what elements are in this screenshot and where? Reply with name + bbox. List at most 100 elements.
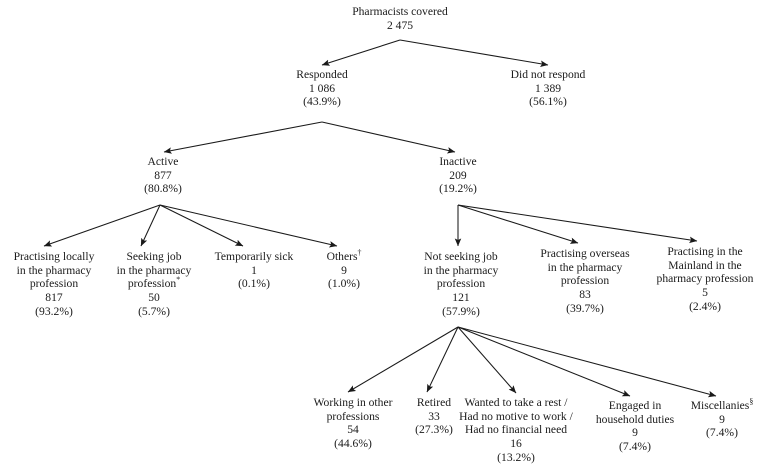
node-percent: (27.3%): [415, 423, 453, 437]
node-percent: (93.2%): [35, 304, 73, 318]
node-retired: Retired 33 (27.3%): [415, 396, 453, 437]
node-miscellanies: Miscellanies§ 9 (7.4%): [690, 397, 754, 440]
node-practising-mainland: Practising in the Mainland in the pharma…: [657, 245, 754, 313]
node-percent: (56.1%): [529, 95, 567, 109]
node-label-text: Miscellanies: [690, 399, 750, 412]
node-pharmacists-covered: Pharmacists covered 2 475: [352, 5, 448, 32]
node-label-line: Had no motive to work /: [459, 409, 573, 423]
footnote-marker: †: [357, 248, 362, 258]
edge-responded-inactive: [321, 121, 456, 154]
node-label-line: Seeking job: [126, 250, 182, 263]
edge-group-root: [321, 39, 549, 67]
node-count: 817: [45, 291, 63, 305]
node-count: 9: [632, 426, 638, 440]
node-percent: (43.9%): [303, 95, 341, 109]
edge-nsj-working-other: [347, 326, 459, 393]
node-count: 16: [510, 437, 522, 451]
node-working-other-professions: Working in other professions 54 (44.6%): [314, 396, 393, 451]
node-count: 50: [148, 291, 160, 305]
edge-nsj-retired: [426, 326, 459, 393]
node-label-line: Mainland in the: [668, 258, 742, 272]
edge-group-responded: [163, 121, 456, 154]
node-label-line: profession*: [117, 275, 192, 291]
node-inactive: Inactive 209 (19.2%): [439, 155, 477, 196]
node-label: Active: [147, 155, 179, 168]
node-label-line: household duties: [595, 412, 675, 426]
footnote-marker: §: [749, 397, 754, 407]
node-label: Pharmacists covered: [352, 5, 448, 18]
node-percent: (44.6%): [334, 437, 372, 451]
node-label-text: profession: [127, 277, 177, 291]
node-label-line: pharmacy profession: [656, 272, 754, 286]
node-count: 9: [719, 412, 725, 426]
node-percent: (7.4%): [706, 426, 738, 440]
node-count: 54: [347, 423, 359, 437]
edge-inactive-practising-overseas: [457, 204, 579, 244]
edge-nsj-wanted-rest: [457, 326, 517, 394]
node-count: 2 475: [386, 18, 414, 32]
node-count: 33: [428, 409, 440, 423]
node-label-line: Engaged in: [608, 399, 662, 412]
node-count: 1: [251, 263, 257, 277]
edge-active-practising-locally: [43, 204, 161, 247]
node-count: 209: [449, 168, 467, 182]
node-label-line: Practising in the: [667, 245, 743, 258]
node-not-seeking-job: Not seeking job in the pharmacy professi…: [424, 250, 499, 318]
node-percent: (5.7%): [138, 304, 170, 318]
node-label: Did not respond: [510, 68, 586, 81]
edge-group-not-seeking-job: [347, 326, 717, 398]
node-label: Responded: [296, 68, 348, 81]
node-label-line: in the pharmacy: [423, 263, 499, 277]
node-label-line: profession: [560, 274, 610, 288]
node-label-line: Miscellanies§: [690, 397, 754, 413]
node-percent: (80.8%): [144, 182, 182, 196]
node-percent: (39.7%): [566, 301, 604, 315]
node-label-line: in the pharmacy: [116, 263, 192, 277]
edge-active-temporarily-sick: [159, 204, 244, 247]
footnote-marker: *: [176, 275, 181, 285]
node-count: 1 086: [308, 81, 336, 95]
node-label-line: Temporarily sick: [214, 250, 294, 263]
edge-nsj-miscellanies: [457, 326, 717, 398]
node-temporarily-sick: Temporarily sick 1 (0.1%): [215, 250, 294, 291]
edge-group-active: [43, 204, 338, 248]
node-count: 9: [341, 263, 347, 277]
node-label-line: Practising overseas: [540, 247, 630, 260]
node-label-line: Had no financial need: [464, 423, 568, 437]
node-did-not-respond: Did not respond 1 389 (56.1%): [511, 68, 586, 109]
node-label-line: Practising locally: [13, 250, 95, 263]
node-label-line: Retired: [416, 396, 452, 409]
node-label-line: Others†: [327, 248, 362, 264]
node-responded: Responded 1 086 (43.9%): [296, 68, 348, 109]
node-count: 877: [154, 168, 172, 182]
node-percent: (19.2%): [439, 182, 477, 196]
node-label-line: professions: [326, 409, 380, 423]
node-seeking-job: Seeking job in the pharmacy profession* …: [117, 250, 192, 318]
node-label-line: profession: [29, 277, 79, 291]
node-count: 5: [702, 286, 708, 300]
edge-root-didnotrespond: [399, 39, 549, 67]
node-label-line: Wanted to take a rest /: [464, 396, 568, 409]
node-percent: (7.4%): [619, 440, 651, 454]
node-others: Others† 9 (1.0%): [327, 248, 362, 291]
edge-active-others: [159, 204, 338, 248]
node-label-line: profession: [436, 277, 486, 291]
edge-root-responded: [321, 39, 401, 66]
node-household-duties: Engaged in household duties 9 (7.4%): [596, 399, 674, 454]
node-label: Inactive: [439, 155, 477, 168]
edge-inactive-practising-mainland: [457, 204, 698, 244]
edge-group-inactive: [454, 204, 698, 247]
edge-active-seeking-job: [140, 204, 161, 247]
node-label-line: in the pharmacy: [547, 260, 623, 274]
edge-nsj-household-duties: [457, 326, 631, 397]
node-label-line: Working in other: [313, 396, 393, 409]
node-percent: (2.4%): [689, 299, 721, 313]
node-count: 121: [452, 291, 470, 305]
node-percent: (1.0%): [328, 277, 360, 291]
node-percent: (13.2%): [497, 450, 535, 464]
node-label-line: in the pharmacy: [16, 263, 92, 277]
node-active: Active 877 (80.8%): [144, 155, 182, 196]
node-percent: (57.9%): [442, 304, 480, 318]
node-label-line: Not seeking job: [424, 250, 498, 263]
